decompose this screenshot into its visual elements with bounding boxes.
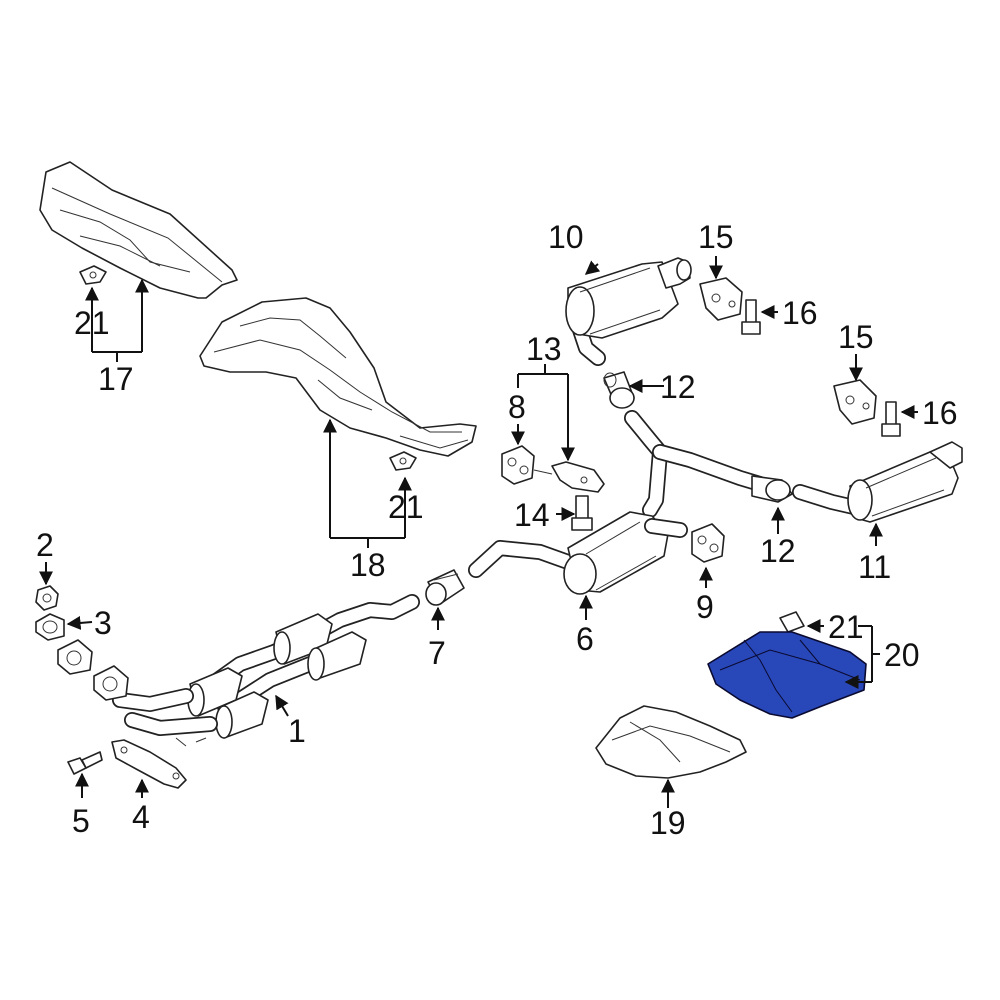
callout-1: 1: [288, 713, 306, 749]
callout-15-upper: 15: [698, 219, 734, 255]
callout-10: 10: [548, 219, 584, 255]
gasket-3[interactable]: [35, 613, 65, 641]
center-muffler[interactable]: [468, 511, 688, 595]
callout-16-lower: 16: [922, 395, 958, 431]
bolt-5[interactable]: [67, 751, 103, 775]
callout-8: 8: [508, 389, 526, 425]
callout-19: 19: [650, 805, 686, 841]
bolt-14[interactable]: [571, 495, 593, 531]
callout-3: 3: [94, 605, 112, 641]
callout-20: 20: [884, 637, 920, 673]
heat-shield-lower[interactable]: [595, 705, 747, 779]
callout-18: 18: [350, 547, 386, 583]
callout-9: 9: [696, 589, 714, 625]
bolt-lower[interactable]: [881, 401, 901, 437]
muffler-right[interactable]: [792, 441, 963, 523]
callout-15-lower: 15: [838, 319, 874, 355]
hanger-bracket-lower[interactable]: [833, 379, 877, 425]
callout-4: 4: [132, 799, 150, 835]
leader-lines: [39, 256, 918, 808]
callout-5: 5: [72, 803, 90, 839]
bolt-upper[interactable]: [741, 299, 761, 335]
clip-21-a[interactable]: [79, 265, 107, 285]
front-pipe-converters[interactable]: [57, 594, 420, 747]
callout-6: 6: [576, 621, 594, 657]
callout-13: 13: [526, 331, 562, 367]
hanger-bracket-upper[interactable]: [699, 277, 743, 321]
callout-16-upper: 16: [782, 295, 818, 331]
rubber-hanger-8[interactable]: [501, 445, 535, 485]
callout-21-a: 21: [74, 305, 110, 341]
callout-17: 17: [98, 361, 134, 397]
underbody-shield-highlighted[interactable]: [707, 631, 867, 719]
clamp-upper[interactable]: [603, 371, 635, 409]
callout-21-c: 21: [828, 609, 864, 645]
callout-12-upper: 12: [660, 369, 696, 405]
clamp-lower[interactable]: [751, 475, 793, 503]
hanger-13[interactable]: [533, 461, 605, 493]
callout-11: 11: [858, 549, 891, 585]
callout-numbers: 1 2 3 4 5 6 7 8 9 10 11 12 12 13 14 15 1…: [36, 219, 958, 841]
bracket-4[interactable]: [111, 739, 187, 789]
clip-21-b[interactable]: [389, 451, 417, 471]
rubber-hanger-9[interactable]: [691, 523, 725, 563]
callout-21-b: 21: [388, 489, 424, 525]
heat-shield-front[interactable]: [39, 161, 238, 299]
callout-2: 2: [36, 527, 54, 563]
clip-21-c[interactable]: [779, 611, 805, 633]
callout-12-lower: 12: [760, 533, 796, 569]
intermediate-pipe-y[interactable]: [624, 410, 768, 518]
callout-7: 7: [428, 635, 446, 671]
nut-2[interactable]: [35, 585, 59, 611]
flex-coupling-7[interactable]: [425, 569, 465, 606]
callout-14: 14: [514, 497, 550, 533]
heat-shield-tunnel[interactable]: [199, 297, 477, 457]
muffler-upper[interactable]: [565, 257, 692, 366]
